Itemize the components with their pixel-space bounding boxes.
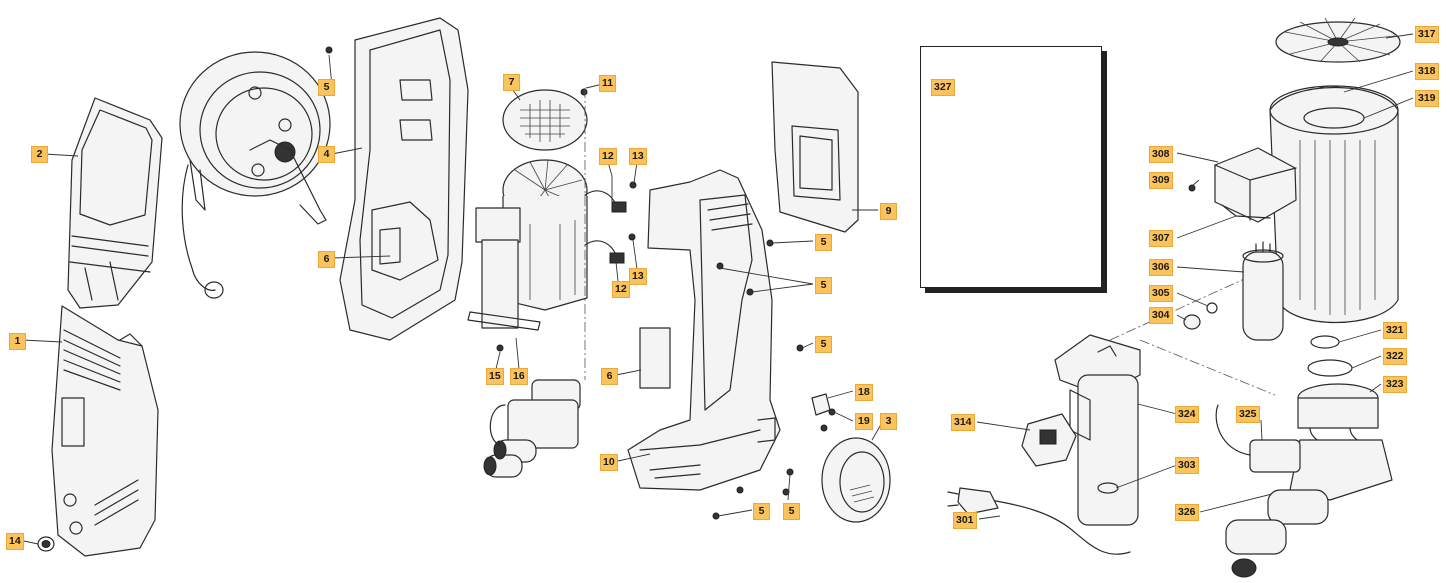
callout-324: 324 [1175, 406, 1199, 423]
part-306-capacitor [1242, 241, 1284, 341]
callout-18: 18 [855, 384, 873, 401]
callout-5: 5 [783, 503, 800, 520]
callout-305: 305 [1149, 285, 1173, 302]
callout-12: 12 [599, 148, 617, 165]
part-319-motor [1269, 85, 1399, 323]
callout-13: 13 [629, 268, 647, 285]
callout-11: 11 [599, 75, 617, 92]
motor-assembly-left [467, 159, 588, 331]
callout-10: 10 [600, 454, 618, 471]
part-3-wheel [821, 437, 891, 523]
callout-317: 317 [1415, 26, 1439, 43]
pump-assembly-left [483, 379, 581, 478]
callout-303: 303 [1175, 457, 1199, 474]
callout-323: 323 [1383, 376, 1407, 393]
callout-6: 6 [318, 251, 335, 268]
part-1-front-housing [51, 305, 159, 557]
callout-322: 322 [1383, 348, 1407, 365]
callout-16: 16 [510, 368, 528, 385]
callout-12: 12 [612, 281, 630, 298]
leader-lines [21, 33, 1414, 545]
callout-319: 319 [1415, 90, 1439, 107]
callout-5: 5 [815, 234, 832, 251]
callout-5: 5 [815, 336, 832, 353]
callout-4: 4 [318, 146, 335, 163]
callout-1: 1 [9, 333, 26, 350]
callout-325: 325 [1236, 406, 1260, 423]
callout-15: 15 [486, 368, 504, 385]
callout-9: 9 [880, 203, 897, 220]
callout-5: 5 [815, 277, 832, 294]
callout-2: 2 [31, 146, 48, 163]
part-7-fan-cover [502, 89, 588, 151]
part-14-nut [37, 536, 55, 552]
callout-7: 7 [503, 74, 520, 91]
callout-307: 307 [1149, 230, 1173, 247]
part-324-housing [1054, 334, 1141, 526]
callout-13: 13 [629, 148, 647, 165]
hose-reel [179, 51, 331, 299]
part-303-gland [1097, 482, 1119, 494]
callout-318: 318 [1415, 63, 1439, 80]
part-2-top-cover [67, 97, 163, 309]
callout-321: 321 [1383, 322, 1407, 339]
callout-327: 327 [931, 79, 955, 96]
part-305-304-plug [1183, 302, 1218, 330]
callout-306: 306 [1149, 259, 1173, 276]
callout-314: 314 [951, 414, 975, 431]
part-9-side-cover [771, 61, 859, 233]
callout-309: 309 [1149, 172, 1173, 189]
callout-19: 19 [855, 413, 873, 430]
callout-5: 5 [318, 79, 335, 96]
callout-5: 5 [753, 503, 770, 520]
pump-assembly-right [1215, 335, 1393, 578]
callout-304: 304 [1149, 307, 1173, 324]
part-4-rear-frame [339, 17, 469, 341]
callout-301: 301 [953, 512, 977, 529]
part-12-cables [584, 190, 627, 264]
part-301-power-cable [947, 487, 1131, 555]
part-18-bracket [811, 393, 831, 416]
part-317-fan [1275, 17, 1401, 63]
callout-326: 326 [1175, 504, 1199, 521]
part-314-switch [1021, 413, 1077, 467]
callout-14: 14 [6, 533, 24, 550]
part-308-terminal-box [1214, 147, 1297, 223]
callout-308: 308 [1149, 146, 1173, 163]
callout-6: 6 [601, 368, 618, 385]
part-10-chassis [627, 169, 781, 491]
callout-3: 3 [880, 413, 897, 430]
